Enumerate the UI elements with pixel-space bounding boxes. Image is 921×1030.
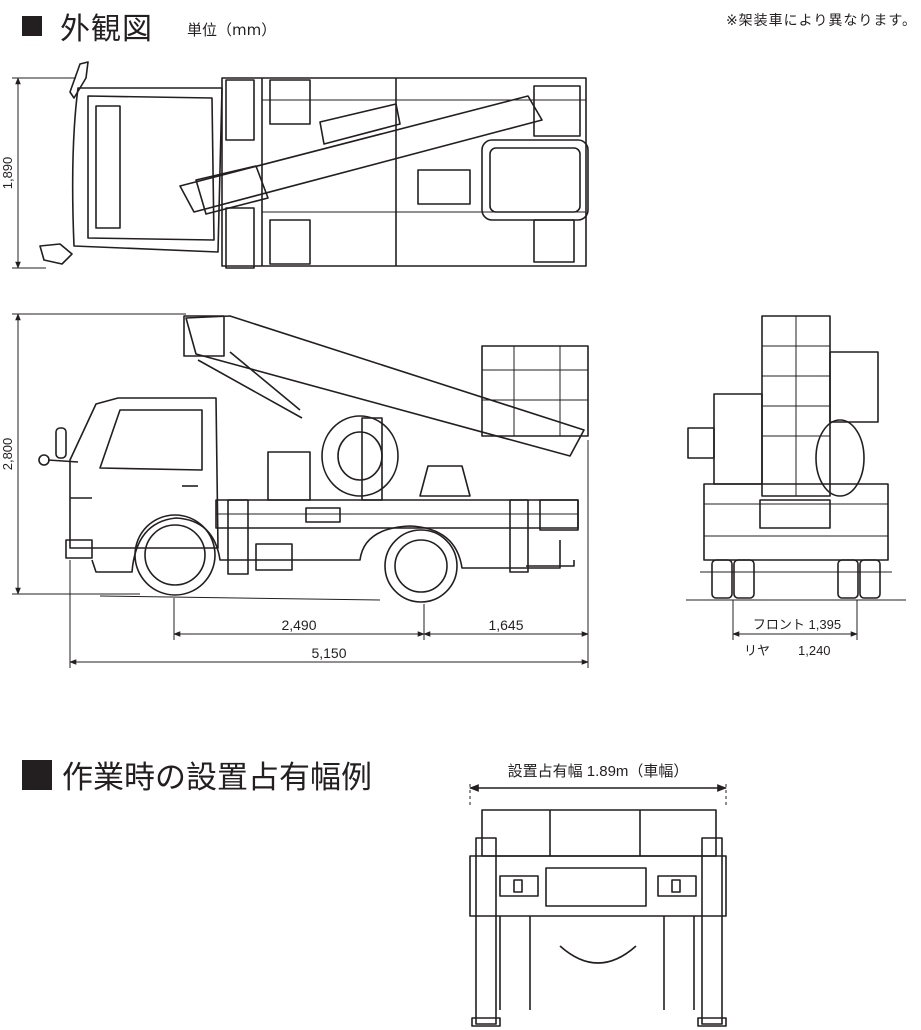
side-view-drawing [38, 315, 589, 603]
outline-heading: 外観図 単位（mm） [22, 4, 276, 48]
dim-rear-tread-value: 1,240 [798, 643, 831, 658]
installation-view-drawing [469, 809, 727, 1027]
heading-square-icon [22, 759, 52, 790]
installation-width-label: 設置占有幅 1.89m（車幅） [508, 763, 689, 780]
installation-title: 作業時の設置占有幅例 [62, 760, 372, 796]
spec-note: ※架装車により異なります。 [725, 13, 917, 29]
dim-front-tread-label: フロント 1,395 [753, 617, 841, 632]
heading-square-icon [22, 16, 42, 36]
dim-rear-overhang-label: 1,645 [488, 617, 523, 633]
outline-title: 外観図 [60, 12, 153, 47]
installation-heading: 作業時の設置占有幅例 [22, 752, 372, 797]
dim-height-label: 2,800 [0, 438, 15, 471]
dim-rear-tread-title: リヤ [744, 643, 770, 658]
unit-label: 単位（mm） [187, 20, 277, 39]
dim-wheelbase-label: 2,490 [281, 617, 316, 633]
rear-view-drawing [686, 315, 906, 601]
top-view-drawing [39, 61, 589, 269]
dim-width-label: 1,890 [0, 157, 15, 190]
dim-overall-length-label: 5,150 [311, 645, 346, 661]
